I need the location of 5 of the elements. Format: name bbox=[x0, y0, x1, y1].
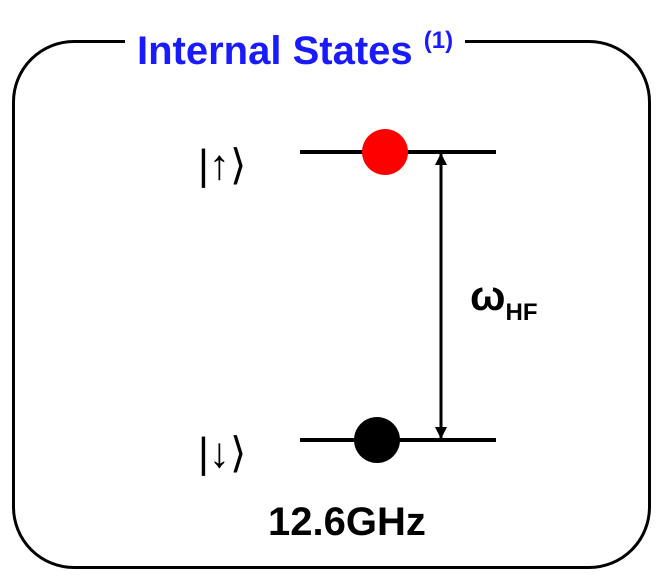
state-label: |↑⟩ bbox=[198, 140, 246, 190]
frequency-label: 12.6GHz bbox=[268, 500, 426, 545]
state-label: |↓⟩ bbox=[198, 428, 246, 478]
edge-label: ω$_{HF}$ bbox=[470, 272, 538, 327]
double-arrow bbox=[435, 153, 447, 439]
